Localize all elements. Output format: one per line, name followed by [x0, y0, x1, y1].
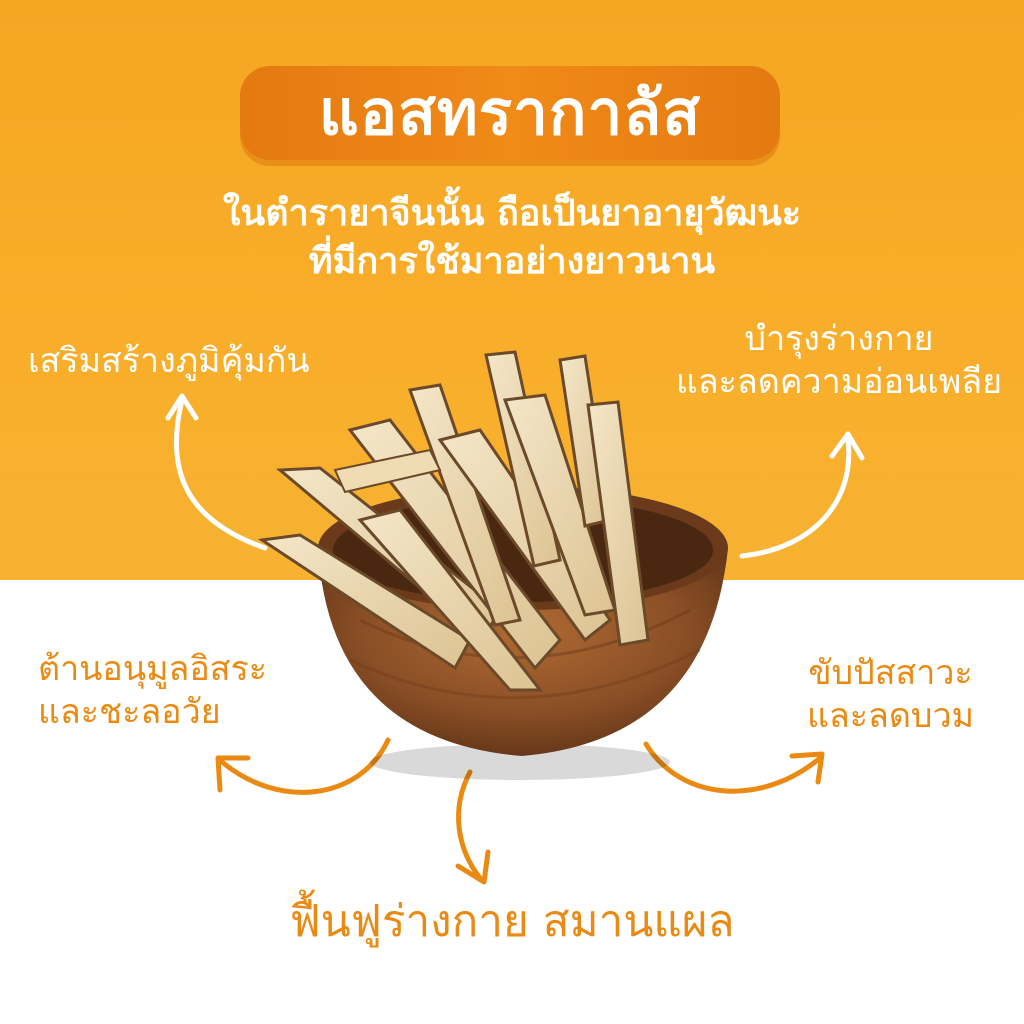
arrow-recover [456, 769, 483, 881]
benefit-recover: ฟื้นฟูร่างกาย สมานแผล [289, 896, 735, 947]
bowl-shadow [370, 744, 670, 780]
benefit-diuretic-line-1: ขับปัสสาวะ [808, 653, 973, 693]
benefit-diuretic: ขับปัสสาวะ และลดบวม [807, 652, 974, 737]
benefit-nourish-line-1: บำรุงร่างกาย [744, 319, 934, 359]
subtitle-line-1: ในตำรายาจีนนั้น ถือเป็นยาอายุวัฒนะ [222, 193, 802, 234]
benefit-immune: เสริมสร้างภูมิคุ้มกัน [28, 341, 310, 381]
arrow-nourish [739, 437, 852, 559]
page-title: แอสทรากาลัส [318, 76, 702, 149]
benefit-antioxidant-line-2: และชะลอวัย [38, 691, 221, 732]
arrow-immune [173, 397, 268, 551]
arrow-diuretic [643, 741, 823, 794]
benefit-antioxidant: ต้านอนุมูลอิสระ และชะลอวัย [38, 648, 267, 733]
benefit-diuretic-line-2: และลดบวม [806, 695, 974, 736]
benefit-nourish-line-2: และลดความอ่อนเพลีย [675, 361, 1002, 402]
title-badge: แอสทรากาลัส [240, 66, 780, 160]
astragalus-slices [257, 350, 650, 692]
subtitle-line-2: ที่มีการใช้มาอย่างยาวนาน [308, 241, 716, 282]
benefit-antioxidant-line-1: ต้านอนุมูลอิสระ [38, 649, 268, 689]
arrow-antioxidant [219, 737, 391, 795]
benefit-nourish: บำรุงร่างกาย และลดความอ่อนเพลีย [676, 318, 1002, 403]
